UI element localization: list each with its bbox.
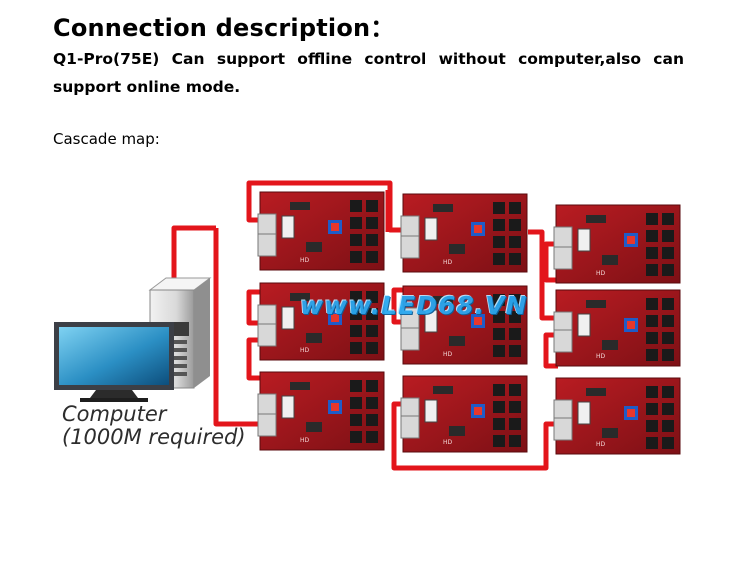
product-description: Q1-Pro(75E) Can support offline control … <box>53 50 684 96</box>
computer-caption-line2: (1000M required) <box>62 425 246 449</box>
cable-c2-low <box>391 401 558 471</box>
cable-computer-to-card <box>213 228 262 427</box>
card-label: HD <box>596 270 606 277</box>
controller-card: HD <box>257 371 385 451</box>
controller-card: HD <box>257 191 385 271</box>
cascade-diagram: HD HD HD HD HD HD HD HD HD <box>54 180 681 471</box>
cascade-map-label: Cascade map: <box>53 130 160 148</box>
card-label: HD <box>596 353 606 360</box>
card-label: HD <box>596 441 606 448</box>
cable-c1-mid <box>246 289 262 326</box>
computer-illustration <box>54 277 212 402</box>
cable-c3-top <box>543 241 558 283</box>
controller-card: HD <box>400 193 528 273</box>
controller-card: HD <box>400 285 528 365</box>
computer-caption-line1: Computer <box>62 402 167 426</box>
card-label: HD <box>300 437 310 444</box>
computer-caption: Computer (1000M required) <box>62 403 262 449</box>
cable-c2-mid <box>391 287 404 325</box>
cable-c1-low <box>246 337 262 381</box>
card-label: HD <box>443 259 453 266</box>
controller-card: HD <box>257 282 385 361</box>
card-label: HD <box>300 347 310 354</box>
page-title: Connection description： <box>53 14 395 42</box>
card-label: HD <box>300 257 310 264</box>
controller-card: HD <box>553 289 681 367</box>
controller-cards: HD HD HD HD HD HD HD HD HD <box>257 191 681 455</box>
controller-card: HD <box>400 375 528 453</box>
network-cables <box>171 180 558 471</box>
card-label: HD <box>443 351 453 358</box>
cable-computer-top <box>171 225 216 280</box>
controller-card: HD <box>553 377 681 455</box>
watermark: www.LED68.VN <box>300 291 528 320</box>
controller-card: HD <box>553 204 681 284</box>
cable-c3-low <box>543 332 558 369</box>
cable-c1-left <box>246 180 404 233</box>
card-label: HD <box>443 439 453 446</box>
cable-c2-right <box>528 229 558 321</box>
